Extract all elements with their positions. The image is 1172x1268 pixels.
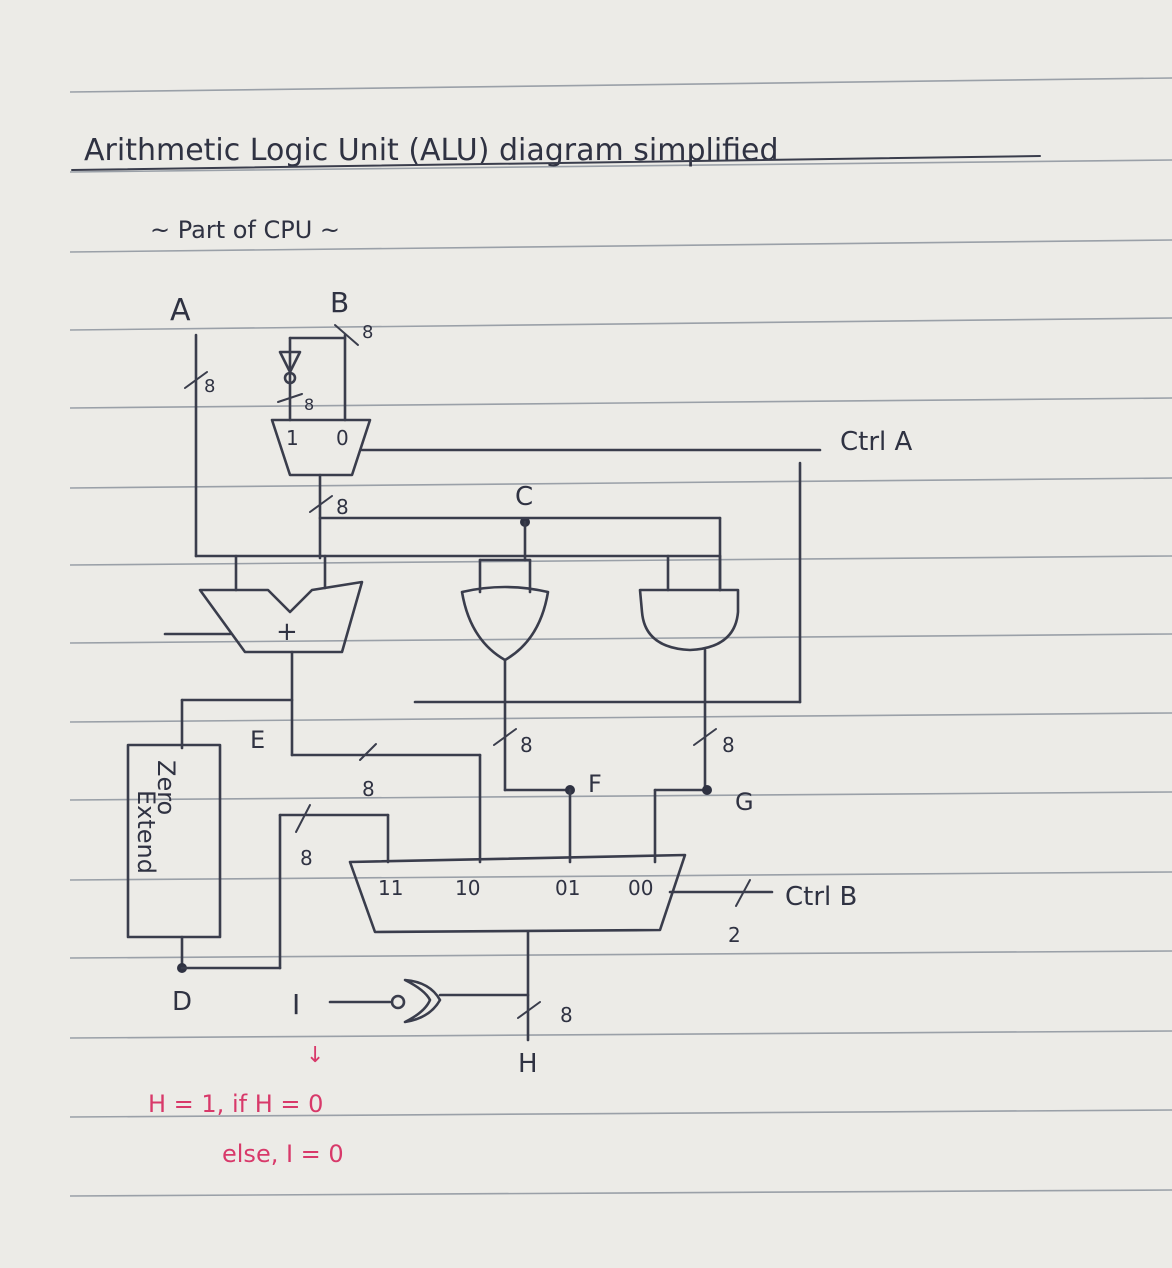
- bus-width-a: 8: [204, 376, 215, 397]
- input-a-wiring: 8: [184, 333, 722, 558]
- input-a-label: A: [170, 293, 191, 328]
- bus-width-e: 8: [362, 777, 375, 801]
- nor-gate: I: [292, 978, 530, 1024]
- signal-h-label: H: [518, 1049, 538, 1079]
- ruled-lines: [69, 77, 1172, 1197]
- note-line-1: H = 1, if H = 0: [148, 1090, 323, 1118]
- mux-out-in01: 01: [555, 876, 580, 900]
- bus-width-zero-ext: 8: [300, 846, 313, 870]
- mux-b-select: 1 0 8: [270, 418, 822, 560]
- note-arrow: ↓: [306, 1043, 324, 1068]
- adder-symbol: +: [276, 617, 298, 647]
- page-title: Arithmetic Logic Unit (ALU) diagram simp…: [84, 133, 779, 168]
- input-c-label: C: [515, 482, 533, 512]
- bus-width-inv: 8: [304, 395, 314, 414]
- mux-output: 11 10 01 00 2 8 H: [348, 853, 774, 1079]
- adder-block: +: [163, 554, 364, 654]
- input-b-label: B: [330, 286, 349, 319]
- bus-width-mux-top: 8: [336, 495, 349, 519]
- signal-g-label: G: [735, 788, 754, 816]
- zero-extend-label-1: Zero: [152, 760, 180, 815]
- and-gate: 8: [638, 554, 740, 792]
- mux-out-in10: 10: [455, 876, 480, 900]
- or-gate: 8: [460, 558, 550, 792]
- mux-out-in00: 00: [628, 876, 653, 900]
- bus-width-b: 8: [362, 322, 373, 343]
- mux-top-in1: 1: [286, 426, 299, 450]
- note-line-2: else, I = 0: [222, 1140, 344, 1168]
- mux-top-in0: 0: [336, 426, 349, 450]
- signal-g: G: [653, 785, 754, 864]
- select-width-ctrl-b: 2: [728, 923, 741, 947]
- zero-extend-block: Zero Extend 8 D: [126, 743, 390, 1017]
- note: ↓ H = 1, if H = 0 else, I = 0: [148, 1043, 344, 1168]
- signal-i-label: I: [292, 988, 300, 1021]
- mux-out-in11: 11: [378, 876, 403, 900]
- zero-extend-label-2: Extend: [132, 790, 160, 874]
- ctrl-b-label: Ctrl B: [785, 882, 857, 912]
- signal-f: F: [503, 770, 602, 864]
- ctrl-a-label: Ctrl A: [840, 427, 913, 457]
- signal-e-label: E: [250, 726, 265, 754]
- page-subtitle: ~ Part of CPU ~: [150, 216, 340, 244]
- bus-width-or: 8: [520, 733, 533, 757]
- bus-width-h: 8: [560, 1003, 573, 1027]
- bus-width-and: 8: [722, 733, 735, 757]
- not-gate-b: 8: [277, 350, 314, 414]
- adder-output: 8 E: [180, 650, 482, 864]
- signal-d-label: D: [172, 987, 192, 1017]
- signal-f-label: F: [588, 770, 602, 798]
